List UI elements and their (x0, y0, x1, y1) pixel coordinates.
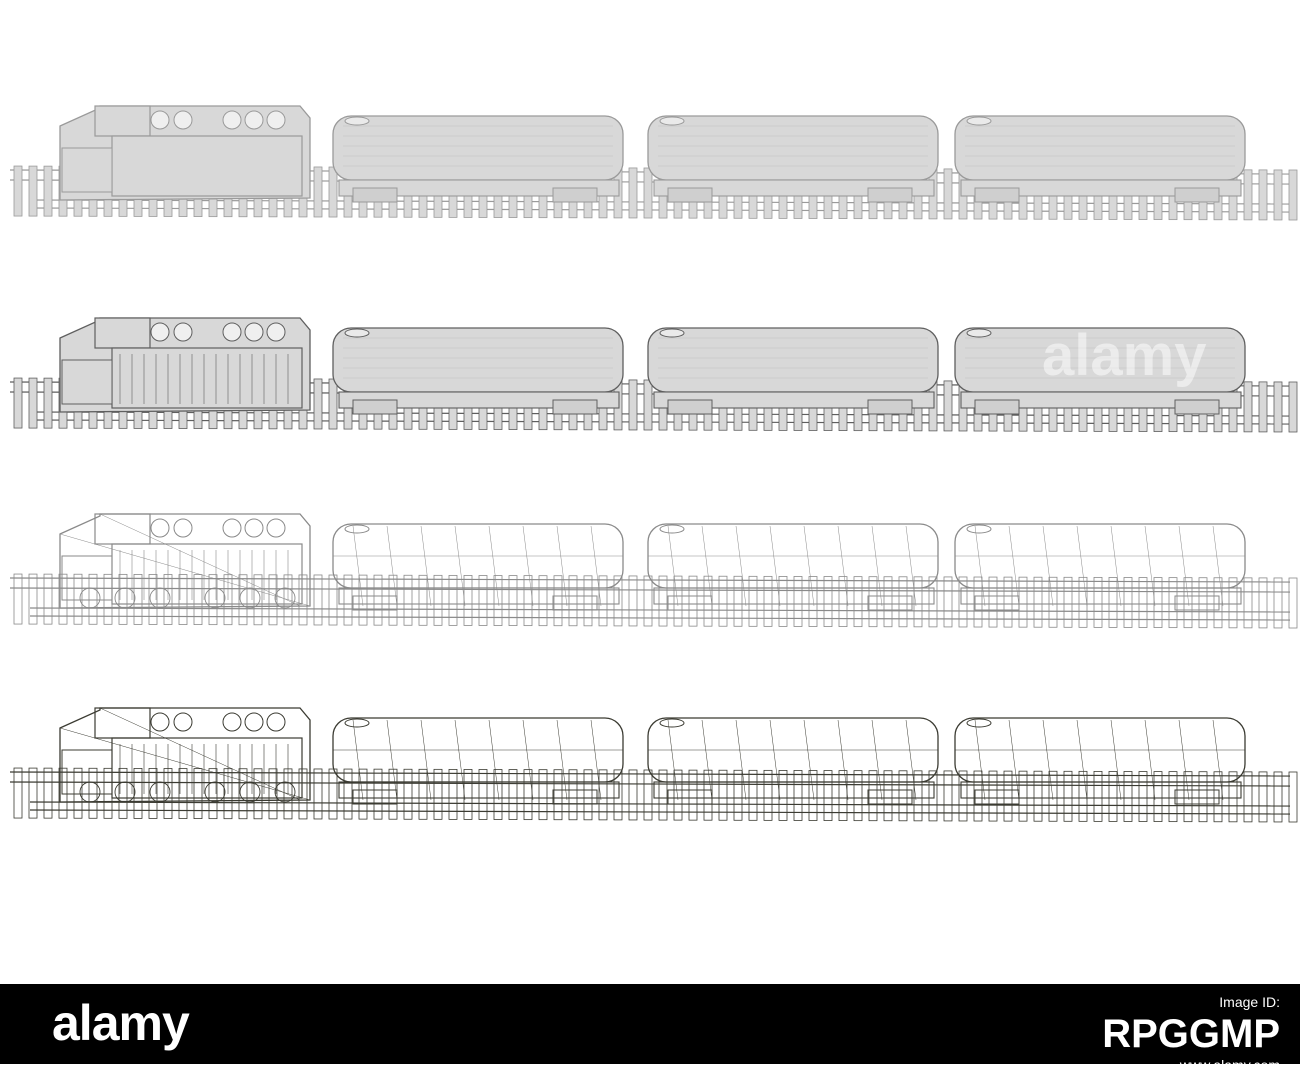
image-meta: Image ID: RPGGMP www.alamy.com (1102, 992, 1280, 1074)
tank-car (954, 115, 1246, 203)
alamy-logo: alamy (52, 995, 190, 1051)
locomotive (59, 707, 311, 803)
footer-bar: alamy Image ID: RPGGMP www.alamy.com (0, 984, 1300, 1073)
tank-car (647, 523, 939, 611)
tank-car (954, 717, 1246, 805)
locomotive (59, 105, 311, 201)
tank-car (332, 115, 624, 203)
image-id-label: Image ID: (1219, 994, 1280, 1010)
tank-car (954, 327, 1246, 415)
locomotive (59, 317, 311, 413)
train-illustration (9, 105, 1298, 823)
train-row-shaded-edges (9, 317, 1298, 433)
train-row-wireframe-light (9, 513, 1298, 629)
watermark-text: alamy (1042, 323, 1207, 388)
tank-car (647, 717, 939, 805)
image-url: www.alamy.com (1179, 1057, 1280, 1073)
tank-car (647, 115, 939, 203)
tank-car (647, 327, 939, 415)
train-row-wireframe-dark (9, 707, 1298, 823)
image-id: RPGGMP (1102, 1012, 1280, 1056)
tank-car (332, 717, 624, 805)
train-row-solid-shaded (9, 105, 1298, 221)
tank-car (332, 523, 624, 611)
locomotive (59, 513, 311, 609)
tank-car (954, 523, 1246, 611)
railway-track (9, 767, 1298, 823)
tank-car (332, 327, 624, 415)
